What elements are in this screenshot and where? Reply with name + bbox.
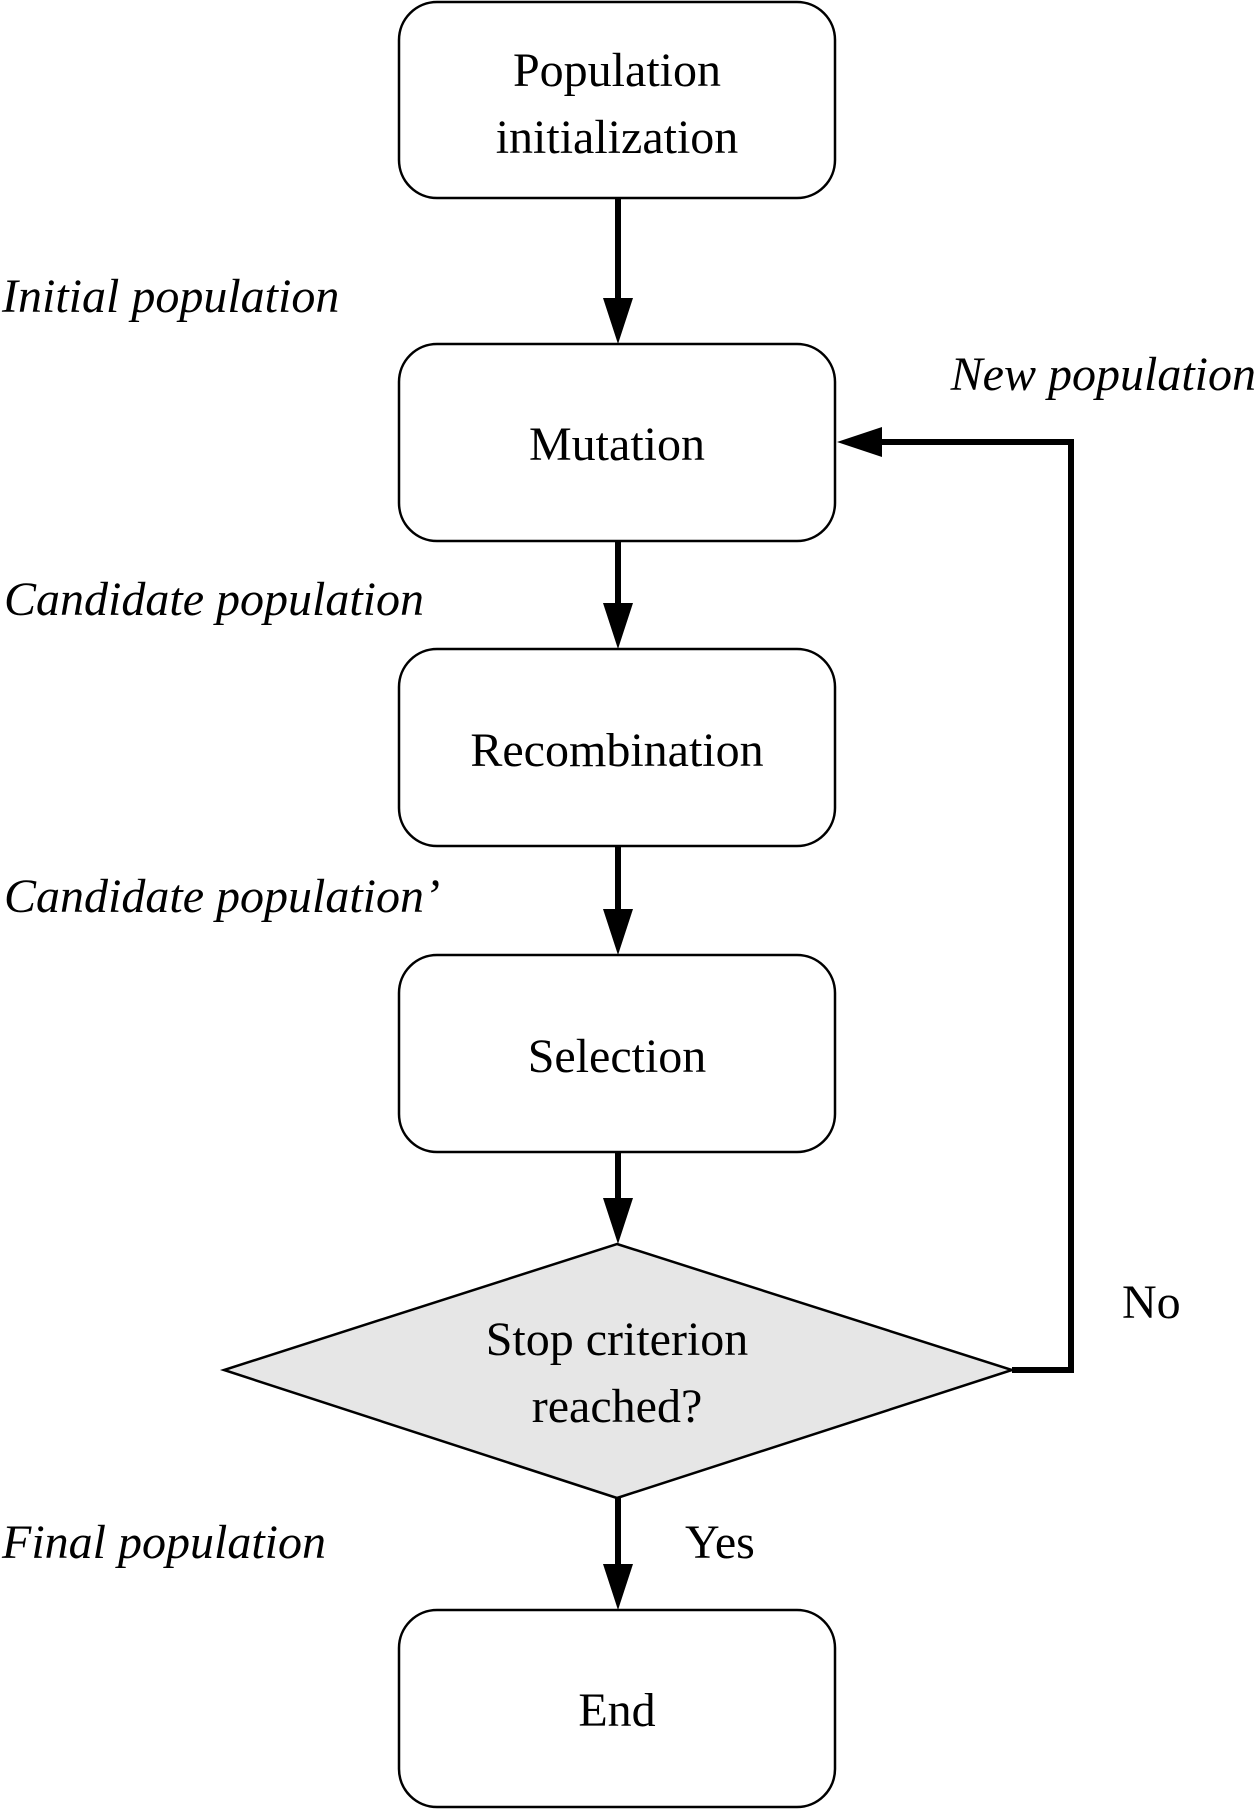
edge-stop-to-end — [603, 1498, 633, 1610]
edge-mutation-to-recombination — [603, 541, 633, 649]
node-selection-label: Selection — [528, 1030, 707, 1083]
node-recombination: Recombination — [397, 647, 837, 848]
edge-stop-to-mutation-loop — [837, 427, 1074, 1373]
node-end: End — [397, 1608, 837, 1809]
node-mutation-label: Mutation — [529, 418, 705, 471]
node-mutation: Mutation — [397, 342, 837, 543]
edge-label-candidate-population: Candidate population — [4, 573, 424, 626]
node-end-box — [397, 1608, 837, 1809]
edge-label-initial-population: Initial population — [1, 270, 339, 323]
node-population-initialization: Population initialization — [397, 0, 837, 200]
edge-label-candidate-population-prime: Candidate population’ — [4, 870, 440, 923]
edge-init-to-mutation — [603, 198, 633, 344]
node-recombination-label: Recombination — [470, 724, 763, 777]
node-population-initialization-box — [397, 0, 837, 200]
node-stop-criterion: Stop criterion reached? — [219, 1242, 1017, 1500]
edge-label-new-population: New population — [950, 348, 1256, 401]
edge-stop-to-mutation-loop-line — [880, 439, 1074, 1373]
node-end-label: End — [578, 1684, 655, 1737]
node-population-initialization-label-line-1: Population — [513, 44, 721, 97]
edge-mutation-to-recombination-arrowhead — [603, 603, 633, 649]
node-population-initialization-label-line-2: initialization — [496, 111, 739, 164]
branch-label-no: No — [1122, 1276, 1181, 1329]
edge-selection-to-stop — [603, 1152, 633, 1244]
edge-label-final-population: Final population — [1, 1516, 326, 1569]
edge-stop-to-mutation-loop-arrowhead — [837, 427, 882, 457]
node-stop-criterion-label-line-2: reached? — [532, 1380, 703, 1433]
edge-recombination-to-selection — [603, 846, 633, 955]
node-stop-criterion-diamond — [219, 1242, 1017, 1500]
node-selection: Selection — [397, 953, 837, 1154]
edge-selection-to-stop-arrowhead — [603, 1198, 633, 1244]
node-stop-criterion-label-line-1: Stop criterion — [486, 1313, 749, 1366]
branch-label-yes: Yes — [685, 1516, 755, 1569]
edge-init-to-mutation-arrowhead — [603, 298, 633, 344]
edge-stop-to-end-arrowhead — [603, 1564, 633, 1610]
edge-recombination-to-selection-arrowhead — [603, 909, 633, 955]
